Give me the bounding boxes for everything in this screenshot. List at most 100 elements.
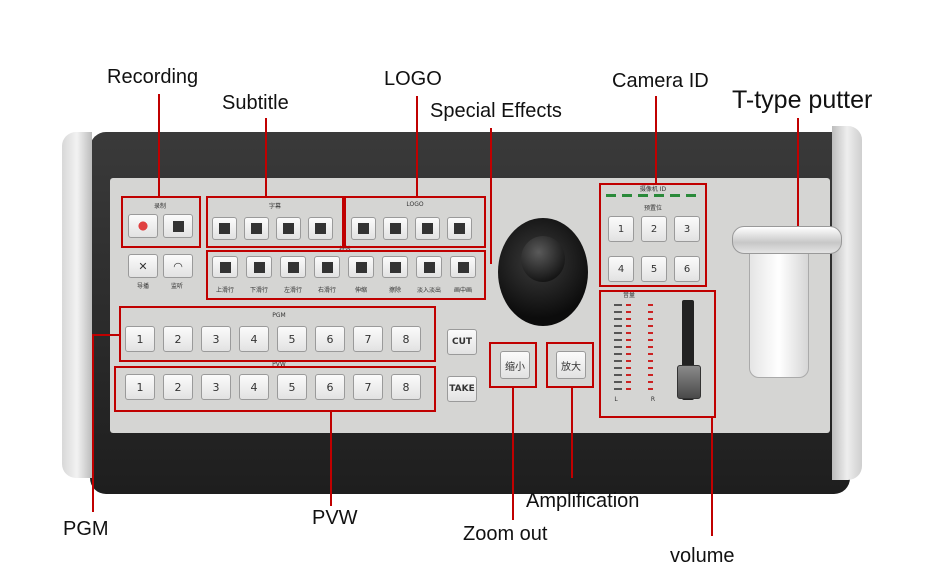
pgm-button-8[interactable]: 8: [391, 326, 421, 352]
volume-right-label: R: [650, 396, 656, 403]
pgm-button-5[interactable]: 5: [277, 326, 307, 352]
logo-group-label: LOGO: [406, 201, 424, 208]
effects-group-label: 特效: [338, 246, 351, 253]
effect-label: 上滑行: [215, 287, 234, 294]
pvw-button-6[interactable]: 6: [315, 374, 345, 400]
effects-highlight: [206, 250, 486, 300]
pvw-button-1[interactable]: 1: [125, 374, 155, 400]
t-type-putter-callout: T-type putter: [732, 86, 873, 114]
pvw-button-5[interactable]: 5: [277, 374, 307, 400]
volume-led: [626, 353, 631, 355]
volume-scale-tick: [614, 388, 622, 390]
effect-label: 右滑行: [317, 287, 336, 294]
pgm-button-3[interactable]: 3: [201, 326, 231, 352]
logo-button-3[interactable]: [415, 217, 440, 240]
t-bar-handle[interactable]: [732, 226, 842, 254]
monitor-button[interactable]: ◠: [163, 254, 193, 278]
record-button[interactable]: [128, 214, 158, 238]
zoom-out-button[interactable]: 缩小: [500, 351, 530, 379]
recording-leader: [158, 94, 160, 198]
pvw-button-8[interactable]: 8: [391, 374, 421, 400]
effect-button-3[interactable]: [280, 256, 306, 278]
pvw-button-7[interactable]: 7: [353, 374, 383, 400]
volume-led: [648, 381, 653, 383]
camera-indicator-led: [606, 194, 616, 197]
right-side-rail: [832, 126, 862, 480]
logo-button-2[interactable]: [383, 217, 408, 240]
effect-button-7[interactable]: [416, 256, 442, 278]
volume-led: [626, 381, 631, 383]
preset-button-2[interactable]: 2: [641, 216, 667, 242]
stop-button[interactable]: [163, 214, 193, 238]
pvw-group-label: PVW: [272, 361, 286, 368]
volume-callout: volume: [670, 545, 735, 567]
camera-indicator-led: [654, 194, 664, 197]
pvw-button-4[interactable]: 4: [239, 374, 269, 400]
pgm-leader-h: [92, 334, 120, 336]
volume-led: [626, 304, 631, 306]
recording-callout: Recording: [107, 66, 199, 88]
take-button[interactable]: TAKE: [447, 376, 477, 402]
effect-label: 画中画: [453, 287, 472, 294]
logo-button-4[interactable]: [447, 217, 472, 240]
volume-led: [626, 325, 631, 327]
effect-button-6[interactable]: [382, 256, 408, 278]
pvw-highlight: [114, 366, 436, 412]
subtitle-group-label: 字幕: [268, 203, 281, 210]
preset-button-1[interactable]: 1: [608, 216, 634, 242]
special-effects-callout: Special Effects: [430, 100, 562, 122]
amplification-highlight: [546, 342, 594, 388]
preset-button-4[interactable]: 4: [608, 256, 634, 282]
effect-icon: [253, 261, 265, 273]
volume-highlight: [599, 290, 716, 418]
logo-button-1[interactable]: [351, 217, 376, 240]
effect-icon: [389, 261, 401, 273]
logo-icon: [390, 223, 401, 234]
camera-id-callout: Camera ID: [612, 70, 709, 92]
logo-icon: [454, 223, 465, 234]
volume-led: [648, 332, 653, 334]
preset-button-3[interactable]: 3: [674, 216, 700, 242]
effect-button-1[interactable]: [212, 256, 238, 278]
preset-button-5[interactable]: 5: [641, 256, 667, 282]
director-button[interactable]: ✕: [128, 254, 158, 278]
zoom-out-leader: [512, 386, 514, 520]
volume-scale-tick: [614, 311, 622, 313]
volume-led: [648, 367, 653, 369]
volume-scale-tick: [614, 318, 622, 320]
volume-led: [648, 374, 653, 376]
subtitle-button-4[interactable]: [308, 217, 333, 240]
subtitle-button-2[interactable]: [244, 217, 269, 240]
pvw-button-2[interactable]: 2: [163, 374, 193, 400]
volume-led: [626, 346, 631, 348]
pgm-button-4[interactable]: 4: [239, 326, 269, 352]
camera-group-label: 摄像机 ID: [639, 186, 667, 193]
zoom-out-highlight: [489, 342, 537, 388]
ptz-joystick[interactable]: [521, 236, 565, 282]
cut-button[interactable]: CUT: [447, 329, 477, 355]
effect-button-4[interactable]: [314, 256, 340, 278]
subtitle-button-1[interactable]: [212, 217, 237, 240]
volume-led: [626, 388, 631, 390]
subtitle-button-3[interactable]: [276, 217, 301, 240]
effect-button-8[interactable]: [450, 256, 476, 278]
effect-button-5[interactable]: [348, 256, 374, 278]
effect-icon: [219, 261, 231, 273]
pvw-callout: PVW: [312, 507, 358, 529]
effect-button-2[interactable]: [246, 256, 272, 278]
zoom-in-button[interactable]: 放大: [556, 351, 586, 379]
amplification-leader: [571, 386, 573, 478]
pgm-button-6[interactable]: 6: [315, 326, 345, 352]
pgm-button-7[interactable]: 7: [353, 326, 383, 352]
volume-led: [626, 360, 631, 362]
subtitle-icon: [315, 223, 326, 234]
pgm-button-1[interactable]: 1: [125, 326, 155, 352]
volume-scale-tick: [614, 353, 622, 355]
pvw-button-3[interactable]: 3: [201, 374, 231, 400]
preset-button-6[interactable]: 6: [674, 256, 700, 282]
volume-led: [626, 332, 631, 334]
subtitle-highlight: [206, 196, 344, 248]
recording-group-label: 录制: [153, 203, 166, 210]
volume-fader[interactable]: [677, 365, 701, 399]
pgm-button-2[interactable]: 2: [163, 326, 193, 352]
